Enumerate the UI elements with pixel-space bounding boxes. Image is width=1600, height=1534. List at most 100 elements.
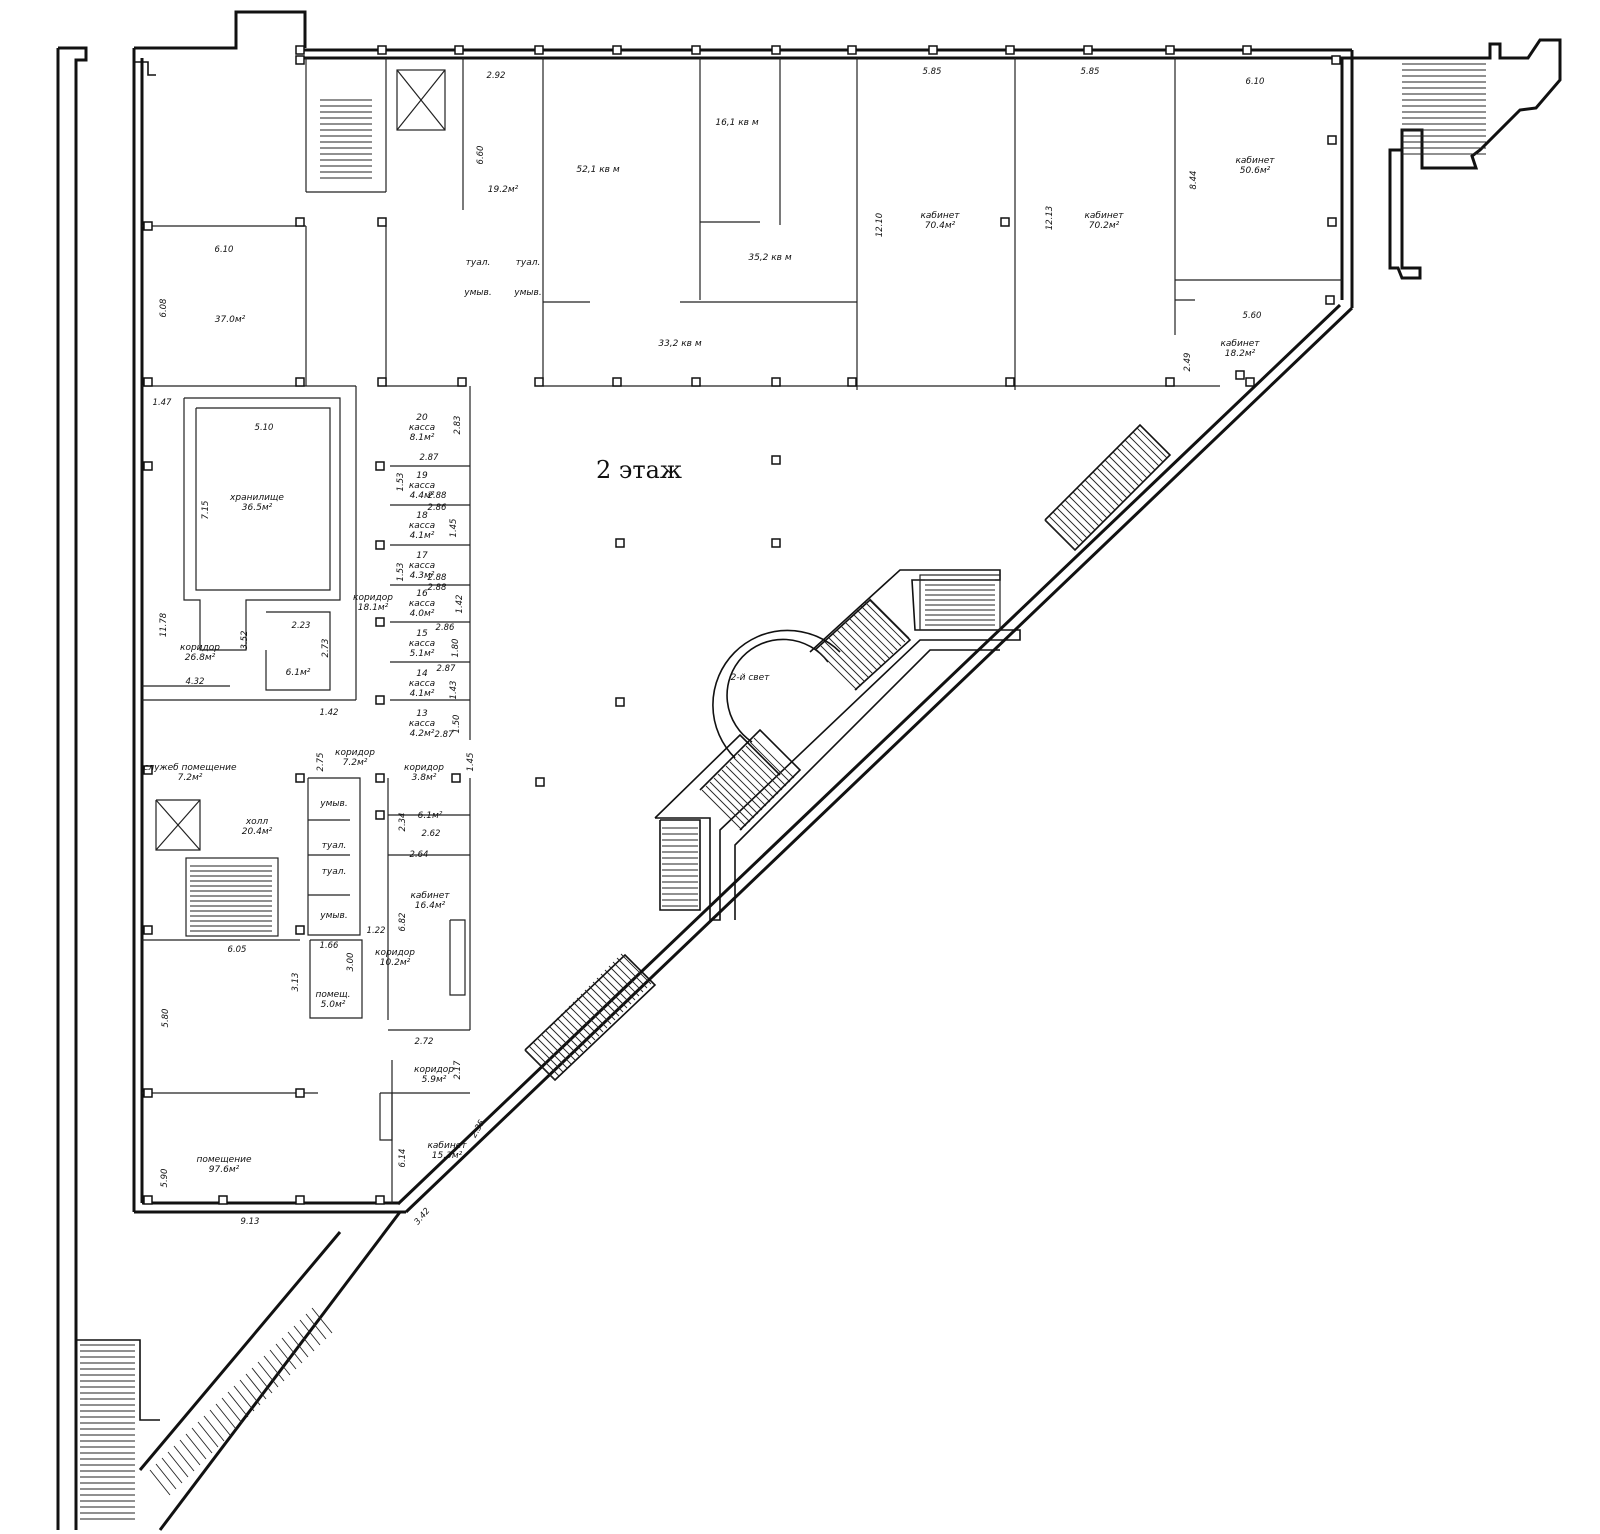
- stair-tread: [852, 613, 894, 655]
- stair-tread: [745, 745, 787, 787]
- stair-tread: [713, 777, 755, 819]
- column: [615, 697, 625, 707]
- column: [535, 777, 545, 787]
- column: [375, 617, 385, 627]
- stair-tread: [1084, 479, 1116, 511]
- stair-tread: [721, 769, 763, 811]
- dimension-d25: 1.42: [455, 595, 465, 614]
- stair-tread: [1056, 507, 1088, 539]
- stair-tread: [840, 625, 882, 667]
- column: [847, 45, 857, 55]
- stair-tread: [1092, 471, 1124, 503]
- stair-tread: [580, 993, 612, 1025]
- column: [1327, 217, 1337, 227]
- stair-tread: [733, 757, 775, 799]
- room-label-r4: 35,2 кв м: [748, 253, 792, 263]
- column: [1000, 217, 1010, 227]
- stair-tread: [560, 1013, 592, 1045]
- wc-labels: туал.умыв.туал.умыв.туал.туал.умыв.умыв.: [319, 258, 541, 921]
- dimension-d16: 2.83: [453, 416, 463, 435]
- atrium: [712, 629, 841, 759]
- column: [295, 1195, 305, 1205]
- room-label-r2: 52,1 кв м: [576, 165, 620, 175]
- stair-tread: [749, 741, 791, 783]
- dimension-d11: 6.10: [215, 245, 234, 255]
- dimension-d27: 1.80: [451, 639, 461, 658]
- room-label-r26: 2-й свет: [731, 673, 770, 683]
- stair-tread: [167, 1451, 189, 1478]
- dimension-d13: 1.47: [153, 398, 173, 408]
- dimension-d38: 1.42: [320, 708, 339, 718]
- stair-tread: [1088, 475, 1120, 507]
- stair-tread: [564, 1009, 596, 1041]
- column: [375, 1195, 385, 1205]
- dimension-d26: 2.86: [436, 623, 456, 633]
- column: [143, 925, 153, 935]
- stair-tread: [729, 761, 771, 803]
- column: [143, 377, 153, 387]
- dimension-d44: 1.22: [367, 926, 386, 936]
- column: [295, 925, 305, 935]
- column: [451, 773, 461, 783]
- stair-tread: [149, 1469, 171, 1496]
- stair-tread: [191, 1427, 213, 1454]
- column: [1235, 370, 1245, 380]
- stair-tread: [305, 1313, 327, 1340]
- column: [1083, 45, 1093, 55]
- column: [375, 695, 385, 705]
- dimension-d30: 1.50: [452, 715, 462, 734]
- dimension-d19: 2.88: [428, 491, 448, 501]
- column: [143, 461, 153, 471]
- stair-tread: [233, 1385, 255, 1412]
- stair-tread: [540, 1033, 572, 1065]
- dimension-d43: 6.82: [398, 913, 408, 932]
- stair-tread: [600, 973, 632, 1005]
- column: [1245, 377, 1255, 387]
- floor-title: 2 этаж: [596, 456, 682, 484]
- dimension-d35: 2.23: [292, 621, 311, 631]
- room-label-r22: помещ.5.0м²: [315, 990, 350, 1010]
- stair-tread: [552, 1021, 584, 1053]
- stair-tread: [741, 749, 783, 791]
- stair-tread: [227, 1391, 249, 1418]
- stair-tread: [1064, 499, 1096, 531]
- wc-label-wash4: умыв.: [319, 911, 347, 921]
- stair-tread: [1100, 463, 1132, 495]
- stair-tread: [1096, 467, 1128, 499]
- column: [143, 1195, 153, 1205]
- column: [377, 217, 387, 227]
- column: [143, 1088, 153, 1098]
- dimension-d36: 2.73: [321, 639, 331, 658]
- stair-tread: [572, 1001, 604, 1033]
- stair-tread: [528, 1045, 560, 1077]
- stair-tread: [155, 1463, 177, 1490]
- stair-tread: [1052, 511, 1084, 543]
- column: [375, 540, 385, 550]
- room-label-r1: 19.2м²: [488, 185, 519, 195]
- dimension-d50: 2.72: [415, 1037, 434, 1047]
- column: [771, 455, 781, 465]
- dimension-d31: 2.87: [435, 730, 455, 740]
- dimension-d47: 6.05: [228, 945, 247, 955]
- dimension-d46: 3.00: [346, 953, 356, 972]
- stair-tread: [1136, 427, 1168, 459]
- column: [295, 45, 305, 55]
- dimension-d2: 6.60: [476, 146, 486, 165]
- column: [1242, 45, 1252, 55]
- stair-tread: [293, 1325, 315, 1352]
- stair-tread: [1048, 515, 1080, 547]
- interior-walls: [142, 58, 1342, 1203]
- stair-tread: [705, 785, 747, 827]
- stair-tread: [173, 1445, 195, 1472]
- exterior-ramp-bottom-left: [76, 1211, 402, 1531]
